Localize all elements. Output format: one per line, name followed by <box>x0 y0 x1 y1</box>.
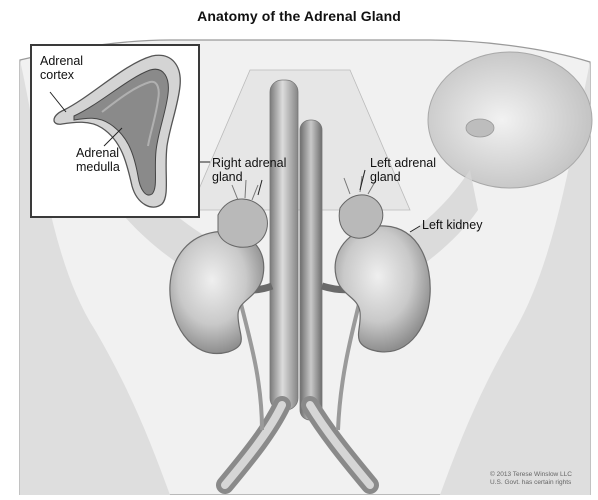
adrenal-inset: Adrenal cortex Adrenal medulla <box>30 44 200 218</box>
label-right-adrenal-gland: Right adrenal gland <box>212 156 286 184</box>
figure-title: Anatomy of the Adrenal Gland <box>0 8 598 24</box>
label-left-kidney: Left kidney <box>422 218 482 232</box>
right-adrenal-gland <box>218 199 267 247</box>
copyright-credit: © 2013 Terese Winslow LLC U.S. Govt. has… <box>490 471 572 486</box>
label-adrenal-cortex: Adrenal cortex <box>40 54 83 82</box>
nipple <box>466 119 494 137</box>
leader-cortex <box>50 92 66 112</box>
label-left-adrenal-gland: Left adrenal gland <box>370 156 436 184</box>
label-adrenal-medulla: Adrenal medulla <box>76 146 120 174</box>
credit-line-2: U.S. Govt. has certain rights <box>490 479 572 487</box>
breast <box>428 52 592 188</box>
adrenal-medulla-inner <box>74 69 168 195</box>
vena-cava <box>300 120 322 420</box>
credit-line-1: © 2013 Terese Winslow LLC <box>490 471 572 479</box>
aorta <box>270 80 298 410</box>
